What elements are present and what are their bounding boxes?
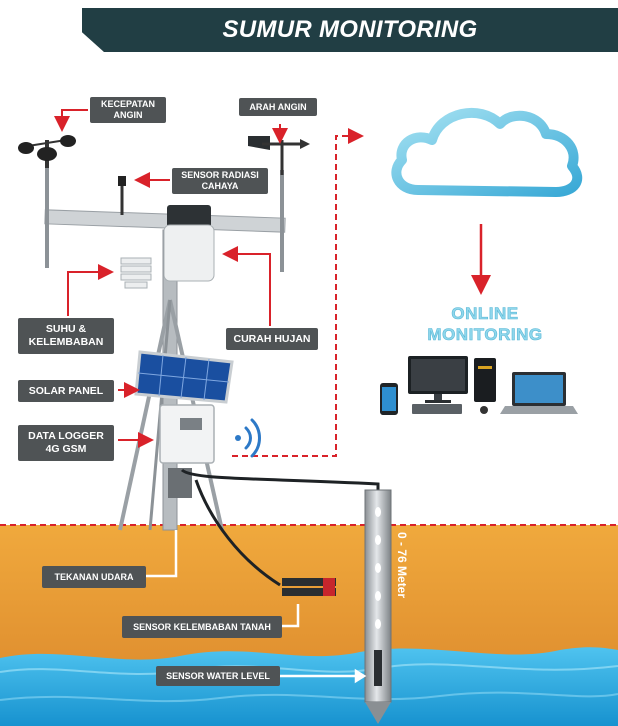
solar-panel — [134, 350, 234, 404]
wind-vane-icon — [248, 136, 310, 175]
title-banner — [82, 8, 618, 52]
pipe-depth-label: 0 - 76 Meter — [395, 532, 409, 598]
sensor-cable — [180, 468, 380, 490]
cloud-icon — [391, 107, 583, 197]
soil-sensor-cable — [194, 479, 281, 587]
page-title: SUMUR MONITORING — [222, 16, 478, 43]
online-monitoring-line2: MONITORING — [427, 325, 543, 345]
smartphone-icon — [380, 383, 398, 415]
anemometer-icon — [18, 135, 76, 168]
water-layer — [0, 647, 618, 726]
label-data-logger: DATA LOGGER 4G GSM — [18, 425, 114, 461]
label-suhu-kelembaban: SUHU & KELEMBABAN — [18, 318, 114, 354]
label-solar-panel: SOLAR PANEL — [18, 380, 114, 402]
wifi-icon — [235, 418, 261, 458]
label-tekanan-udara: TEKANAN UDARA — [42, 566, 146, 588]
label-curah-hujan: CURAH HUJAN — [226, 328, 318, 350]
humidity-sensor — [120, 257, 152, 289]
well-pipe — [364, 489, 392, 724]
laptop-icon — [500, 372, 578, 414]
monitor-icon — [408, 356, 496, 414]
label-sensor-water-level: SENSOR WATER LEVEL — [156, 666, 280, 686]
label-sensor-kelembaban-tanah: SENSOR KELEMBABAN TANAH — [122, 616, 282, 638]
weather-station — [44, 165, 286, 531]
soil-moisture-sensor — [282, 578, 336, 596]
data-link-dashed — [232, 128, 364, 457]
label-kecepatan-angin: KECEPATAN ANGIN — [90, 97, 166, 123]
label-sensor-radiasi: SENSOR RADIASI CAHAYA — [172, 168, 268, 194]
online-monitoring-line1: ONLINE — [451, 304, 519, 324]
label-arah-angin: ARAH ANGIN — [239, 98, 317, 116]
